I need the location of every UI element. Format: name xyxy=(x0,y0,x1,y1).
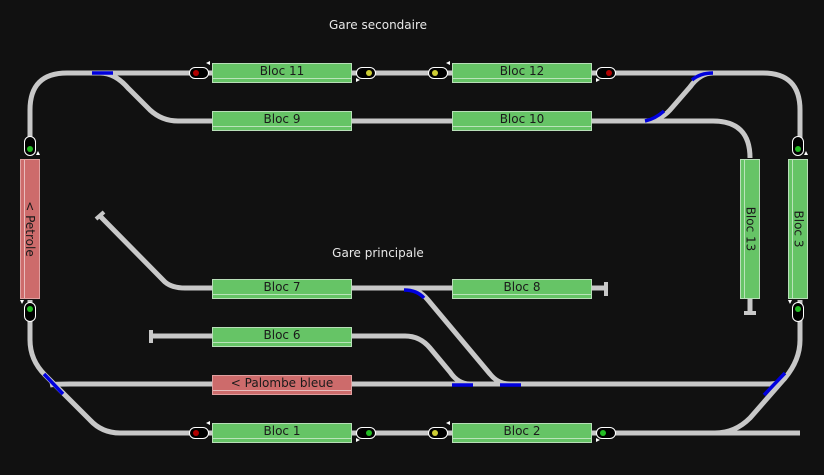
block-bloc3[interactable]: Bloc 3 xyxy=(788,159,808,299)
block-label: Bloc 11 xyxy=(259,64,305,78)
signal-lamp-icon xyxy=(600,429,606,436)
station-label-main: Gare principale xyxy=(332,246,424,260)
track-diagonal-bloc7 xyxy=(404,285,511,387)
signal-lamp-icon xyxy=(366,69,372,76)
turnout-marker xyxy=(762,371,787,397)
block-label: Bloc 12 xyxy=(499,64,545,78)
track-top-main xyxy=(27,70,803,150)
signal-lamp-icon xyxy=(26,146,33,152)
block-label: Bloc 13 xyxy=(743,206,757,252)
signal-bloc1-left[interactable] xyxy=(189,427,209,439)
block-bloc13[interactable]: Bloc 13 xyxy=(740,159,760,299)
block-bloc7[interactable]: Bloc 7 xyxy=(212,279,352,299)
signal-bloc3-top[interactable] xyxy=(792,136,804,156)
station-label-secondary: Gare secondaire xyxy=(328,18,428,32)
signal-petrole-top[interactable] xyxy=(24,136,36,156)
track-bottom-main xyxy=(120,300,803,436)
block-label: Bloc 9 xyxy=(263,112,301,126)
track-left-vertical xyxy=(27,300,800,436)
signal-bloc3-bottom[interactable] xyxy=(792,302,804,322)
signal-lamp-icon xyxy=(794,306,801,312)
block-label: Bloc 7 xyxy=(263,280,301,294)
signal-lamp-icon xyxy=(432,429,438,436)
block-bloc1[interactable]: Bloc 1 xyxy=(212,423,352,443)
track-bloc6 xyxy=(151,333,471,387)
block-bloc10[interactable]: Bloc 10 xyxy=(452,111,592,131)
track-bloc7-buffer xyxy=(94,210,106,221)
signal-bloc12-left[interactable] xyxy=(428,67,448,79)
signal-bloc2-right[interactable] xyxy=(596,427,616,439)
block-petrole[interactable]: < Petrole xyxy=(20,159,40,299)
track-bloc9-10 xyxy=(212,118,753,159)
block-label: Bloc 6 xyxy=(263,328,301,342)
signal-lamp-icon xyxy=(193,429,199,436)
turnout-marker xyxy=(42,372,65,396)
track-crossover-top-left xyxy=(99,70,212,124)
block-label: Bloc 1 xyxy=(263,424,301,438)
block-bloc6[interactable]: Bloc 6 xyxy=(212,327,352,347)
block-label: < Palombe bleue xyxy=(230,376,334,390)
signal-bloc2-left[interactable] xyxy=(428,427,448,439)
block-label: Bloc 10 xyxy=(499,112,545,126)
turnout-marker xyxy=(403,288,426,300)
block-bloc8[interactable]: Bloc 8 xyxy=(452,279,592,299)
turnout-marker xyxy=(644,109,666,123)
signal-bloc12-right[interactable] xyxy=(596,67,616,79)
block-bloc12[interactable]: Bloc 12 xyxy=(452,63,592,83)
track-crossover-top-right xyxy=(644,70,714,124)
block-label: Bloc 8 xyxy=(503,280,541,294)
block-label: Bloc 2 xyxy=(503,424,541,438)
signal-petrole-bottom[interactable] xyxy=(24,302,36,322)
signal-bloc1-right[interactable] xyxy=(356,427,376,439)
turnout-marker xyxy=(690,71,714,82)
track-bloc7 xyxy=(98,214,605,291)
signal-lamp-icon xyxy=(606,69,612,76)
signal-lamp-icon xyxy=(432,69,438,76)
signal-lamp-icon xyxy=(26,306,33,312)
signal-lamp-icon xyxy=(794,146,801,152)
block-bloc2[interactable]: Bloc 2 xyxy=(452,423,592,443)
signal-lamp-icon xyxy=(193,69,199,76)
block-label: < Petrole xyxy=(23,201,37,257)
block-palombe-bleue[interactable]: < Palombe bleue xyxy=(212,375,352,395)
signal-bloc11-left[interactable] xyxy=(189,67,209,79)
block-label: Bloc 3 xyxy=(791,210,805,248)
block-bloc11[interactable]: Bloc 11 xyxy=(212,63,352,83)
signal-bloc11-right[interactable] xyxy=(356,67,376,79)
signal-lamp-icon xyxy=(366,429,372,436)
track-palombe xyxy=(49,376,787,388)
block-bloc9[interactable]: Bloc 9 xyxy=(212,111,352,131)
